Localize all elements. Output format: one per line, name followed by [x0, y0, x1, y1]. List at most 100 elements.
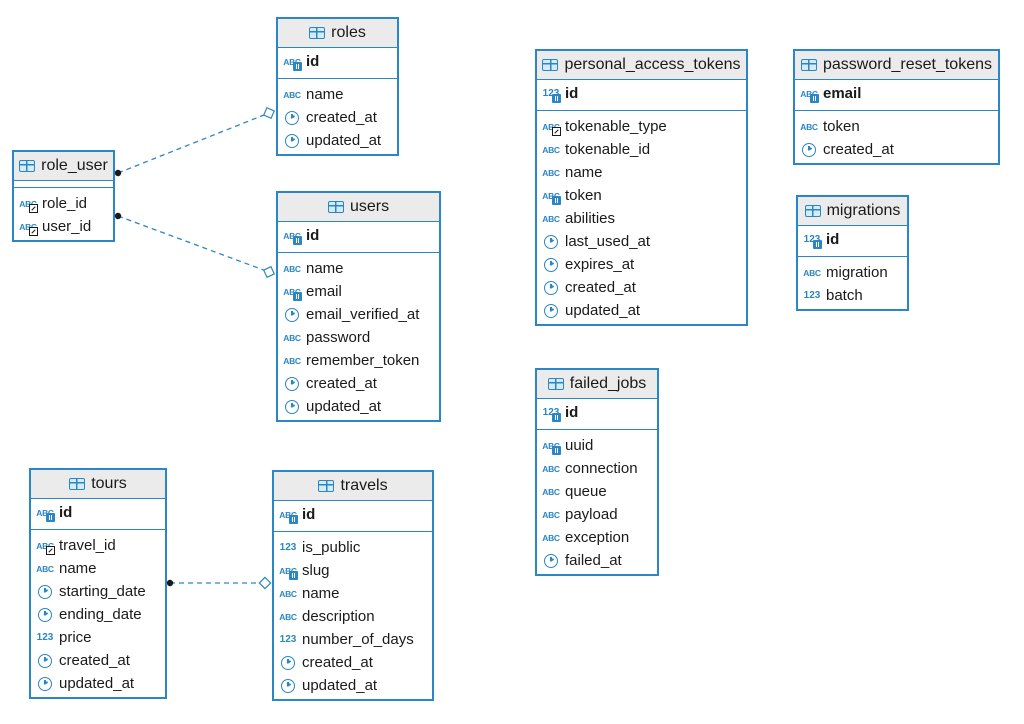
- column-name: is_public: [302, 539, 361, 556]
- entity-header[interactable]: travels: [274, 472, 432, 501]
- relation-tours-travels[interactable]: [166, 576, 272, 590]
- entity-header[interactable]: roles: [278, 19, 397, 48]
- column-name: tokenable_id: [565, 141, 651, 158]
- relation-role_user-users[interactable]: [114, 212, 276, 279]
- column-row[interactable]: updated_at: [278, 129, 397, 152]
- column-name: updated_at: [306, 398, 382, 415]
- column-row[interactable]: created_at: [537, 276, 746, 299]
- column-row[interactable]: created_at: [274, 651, 432, 674]
- entity-title: personal_access_tokens: [564, 56, 741, 73]
- column-name: created_at: [306, 109, 377, 126]
- column-name: price: [59, 629, 92, 646]
- column-row[interactable]: updated_at: [31, 672, 165, 695]
- column-name: id: [565, 85, 579, 102]
- text-type-icon: ABC: [18, 195, 38, 213]
- entity-header[interactable]: role_user: [14, 152, 113, 181]
- relation-role_user-roles[interactable]: [114, 106, 276, 177]
- numeric-type-icon: 123: [803, 290, 821, 301]
- column-row[interactable]: failed_at: [537, 549, 657, 572]
- entity-header[interactable]: failed_jobs: [537, 370, 657, 399]
- entity-header[interactable]: tours: [31, 470, 165, 499]
- text-type-icon: ABC: [542, 509, 560, 520]
- column-row[interactable]: created_at: [278, 106, 397, 129]
- entity-title: failed_jobs: [569, 375, 647, 392]
- text-type-icon: ABC: [35, 537, 55, 555]
- datetime-type-icon: [282, 375, 302, 393]
- entity-header[interactable]: personal_access_tokens: [537, 51, 746, 80]
- column-name: payload: [565, 506, 618, 523]
- datetime-type-icon: [35, 675, 55, 693]
- column-row[interactable]: ending_date: [31, 603, 165, 626]
- foreign-key-badge-icon: [29, 226, 38, 236]
- column-row[interactable]: created_at: [278, 372, 439, 395]
- column-row[interactable]: ABC payload: [537, 503, 657, 526]
- entity-header[interactable]: migrations: [798, 197, 907, 226]
- entity-title: users: [349, 198, 390, 215]
- column-name: created_at: [306, 375, 377, 392]
- column-row[interactable]: updated_at: [278, 395, 439, 418]
- column-row[interactable]: updated_at: [537, 299, 746, 322]
- table-icon: [19, 160, 36, 172]
- column-row[interactable]: updated_at: [274, 674, 432, 697]
- entity-header[interactable]: users: [278, 193, 439, 222]
- column-row[interactable]: expires_at: [537, 253, 746, 276]
- column-row[interactable]: created_at: [31, 649, 165, 672]
- column-name: uuid: [565, 437, 594, 454]
- column-row[interactable]: email_verified_at: [278, 303, 439, 326]
- text-type-icon: ABC: [282, 53, 302, 71]
- key-badge-icon: [552, 412, 561, 422]
- column-row[interactable]: starting_date: [31, 580, 165, 603]
- column-row[interactable]: created_at: [795, 138, 998, 161]
- column-name: slug: [302, 562, 330, 579]
- column-row[interactable]: last_used_at: [537, 230, 746, 253]
- entity-header[interactable]: password_reset_tokens: [795, 51, 998, 80]
